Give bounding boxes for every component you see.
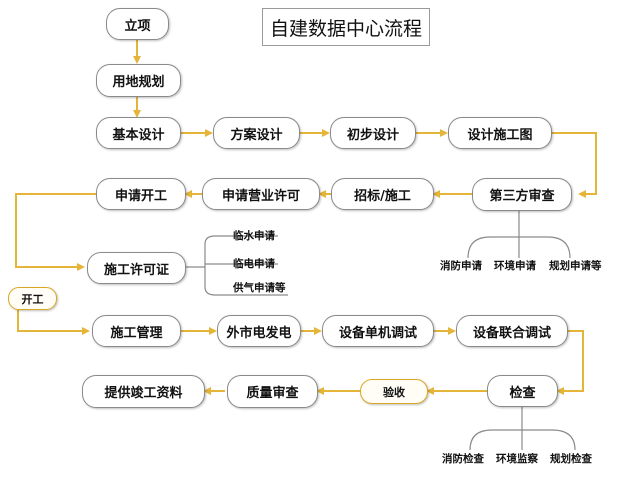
node-lianhe: 设备联合调试: [456, 315, 568, 347]
review-branch-plan: 规划申请等: [549, 260, 602, 272]
node-lixiang: 立项: [106, 8, 169, 40]
permit-branch-lines: [186, 235, 288, 296]
diagram-title: 自建数据中心流程: [262, 8, 430, 46]
node-jiancha: 检查: [487, 375, 558, 407]
permit-branch-gas: 供气申请等: [233, 282, 286, 294]
node-xukezheng: 施工许可证: [87, 252, 186, 284]
check-branch-env: 环境监察: [496, 453, 538, 465]
node-danji: 设备单机调试: [322, 315, 434, 347]
node-kaigong-apply: 申请开工: [96, 178, 186, 210]
node-kaigong: 开工: [8, 287, 57, 310]
arrow-shigongtu-disanfang: [552, 132, 597, 198]
node-disanfang: 第三方审查: [472, 178, 572, 211]
node-guanli: 施工管理: [92, 315, 181, 347]
arrow-kaigong-guanli: [17, 310, 90, 335]
node-jiben: 基本设计: [96, 117, 181, 149]
review-branch-env: 环境申请: [494, 260, 536, 272]
node-fangan: 方案设计: [213, 117, 300, 149]
node-ziliao: 提供竣工资料: [82, 375, 205, 408]
node-chubu: 初步设计: [330, 117, 416, 149]
node-yanshou: 验收: [360, 379, 428, 404]
review-branch-lines: [467, 211, 571, 259]
node-waishi: 外市电发电: [217, 315, 301, 347]
permit-branch-power: 临电申请: [233, 258, 275, 270]
review-branch-fire: 消防申请: [440, 260, 482, 272]
arrow-lianhe-jiancha: [556, 330, 584, 395]
permit-branch-water: 临水申请: [233, 230, 275, 242]
node-zhiliang: 质量审查: [227, 375, 318, 408]
node-yingye: 申请营业许可: [202, 178, 320, 210]
node-shigongtu: 设计施工图: [448, 117, 552, 149]
node-zhaobiao: 招标/施工: [331, 178, 434, 210]
arrow-kaigong-xukezheng: [15, 193, 96, 271]
check-branch-fire: 消防检查: [442, 453, 484, 465]
check-branch-plan: 规划检查: [550, 453, 592, 465]
node-yongdi: 用地规划: [96, 64, 181, 97]
check-branch-lines: [469, 407, 576, 451]
